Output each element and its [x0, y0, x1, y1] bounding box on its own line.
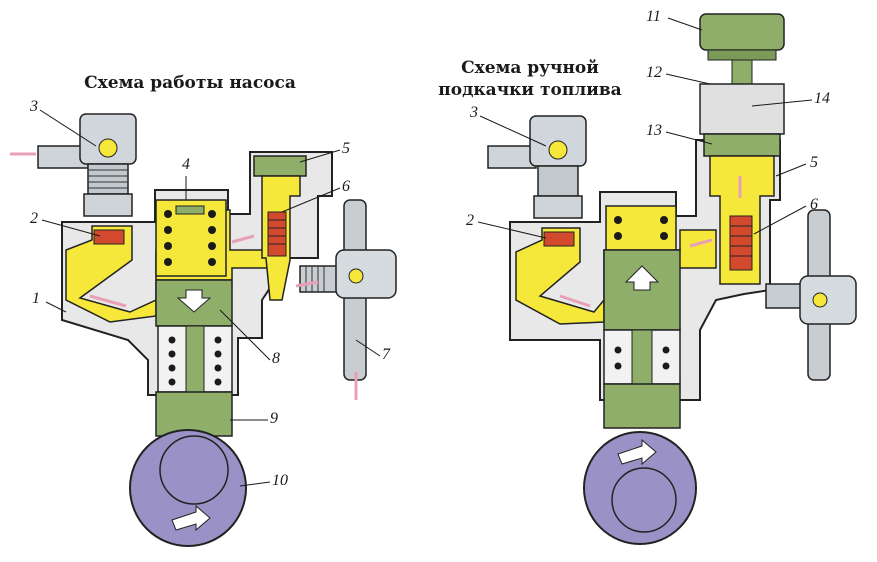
callout-left-8: 8 [272, 350, 280, 367]
outlet-cap-left [253, 155, 307, 177]
plunger-up-arrow [624, 265, 660, 291]
callout-right-2: 2 [466, 212, 474, 229]
callout-left-9: 9 [270, 410, 278, 427]
primer-cylinder [699, 83, 785, 135]
right-pump-diagram [487, 13, 857, 545]
flow-arrows-right [559, 176, 742, 308]
leader-lines [39, 17, 813, 487]
callout-right-14: 14 [814, 90, 830, 107]
pusher-right [603, 383, 681, 429]
chamber-balls-left [164, 210, 216, 266]
right-diagram-title-line2: подкачки топлива [438, 80, 622, 100]
inlet-valve-right [543, 231, 575, 247]
callout-left-5: 5 [342, 140, 350, 157]
valve-chamber-right [605, 205, 677, 251]
callout-left-4: 4 [182, 156, 190, 173]
plunger-down-arrow [176, 289, 212, 313]
callout-right-3: 3 [470, 104, 478, 121]
right-diagram-title-line1: Схема ручной [461, 58, 599, 78]
primer-piston [703, 133, 781, 157]
callout-left-6: 6 [342, 178, 350, 195]
callout-right-11: 11 [646, 8, 661, 25]
left-diagram-title: Схема работы насоса [84, 73, 296, 93]
inlet-fitting-left [37, 113, 137, 217]
cam-right [583, 431, 697, 545]
callout-left-1: 1 [32, 290, 40, 307]
callout-left-7: 7 [382, 346, 390, 363]
outlet-fitting-right [765, 209, 857, 381]
cam-left [129, 429, 247, 547]
inlet-valve-left [93, 229, 125, 245]
callout-right-13: 13 [646, 122, 662, 139]
callout-left-10: 10 [272, 472, 288, 489]
left-pump-diagram [10, 113, 397, 547]
callout-right-6: 6 [810, 196, 818, 213]
outlet-valve-right [729, 215, 753, 271]
outlet-valve-left [267, 211, 287, 257]
outlet-fitting-left [299, 199, 397, 381]
callout-right-12: 12 [646, 64, 662, 81]
callout-right-5: 5 [810, 154, 818, 171]
primer-knob [699, 13, 785, 51]
flow-arrows-left [10, 152, 358, 400]
callout-left-2: 2 [30, 210, 38, 227]
pusher-left [155, 391, 233, 437]
callout-left-3: 3 [30, 98, 38, 115]
inlet-fitting-right [487, 115, 587, 219]
